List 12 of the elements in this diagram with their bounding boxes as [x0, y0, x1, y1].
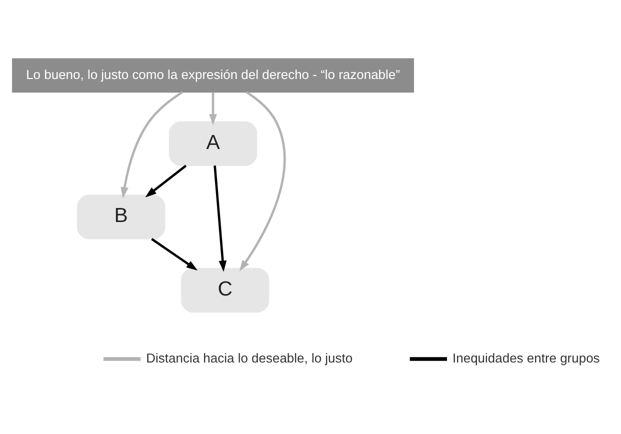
node-box: Lo bueno, lo justo como la expresión del derecho - “lo razonable”	[12, 58, 414, 93]
arrow	[120, 91, 184, 198]
arrow	[214, 166, 227, 272]
node-box: B	[77, 194, 166, 240]
arrow	[151, 238, 198, 270]
arrow	[239, 91, 286, 272]
node-box: A	[168, 121, 258, 166]
legend-label: Distancia hacia lo deseable, lo justo	[146, 350, 353, 366]
arrow	[209, 92, 217, 126]
legend-label: Inequidades entre grupos	[452, 350, 600, 366]
node-box: C	[181, 268, 270, 313]
arrow	[145, 164, 187, 198]
